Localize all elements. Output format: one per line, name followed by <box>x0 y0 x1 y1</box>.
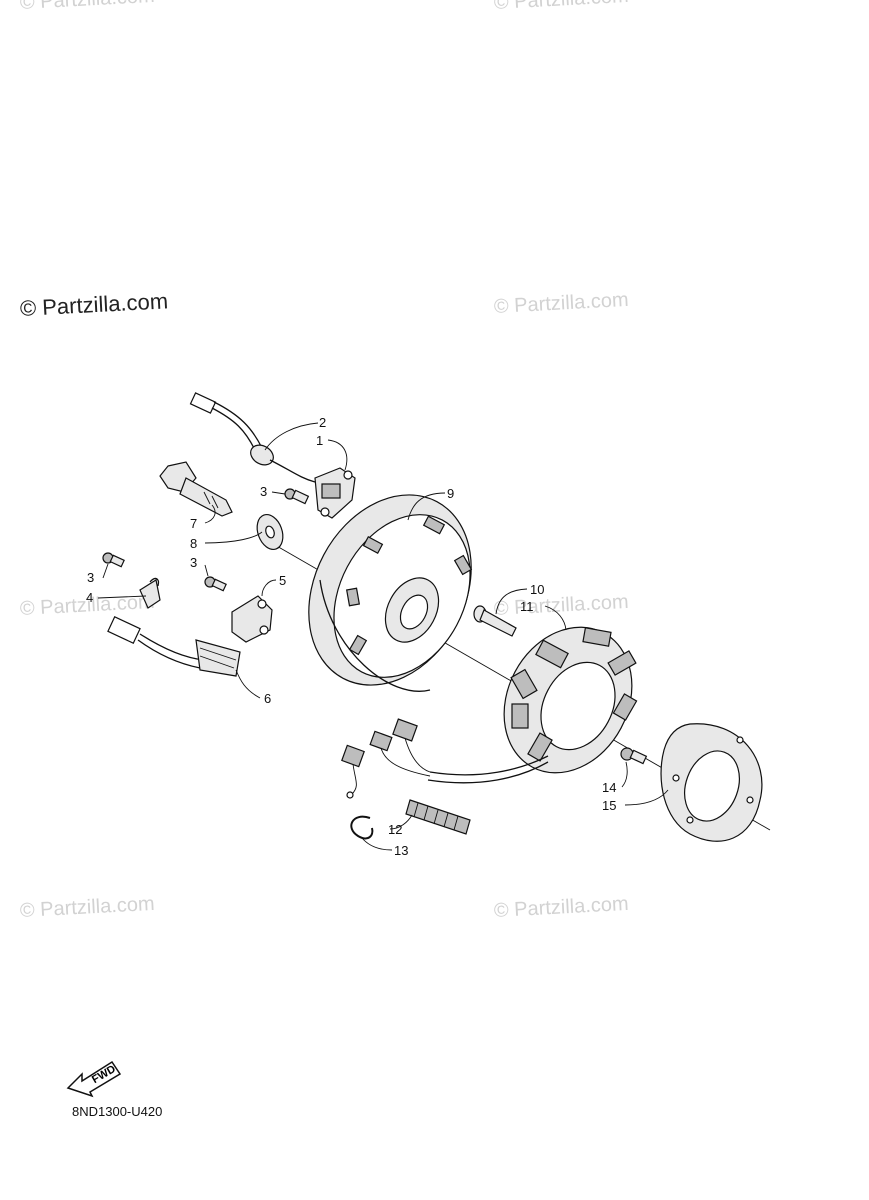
part-1-pickup-coil[interactable] <box>314 467 356 519</box>
leader-5 <box>261 579 277 597</box>
part-5-sensor[interactable] <box>231 595 273 643</box>
callout-3: 3 <box>260 484 267 499</box>
part-11-stator[interactable] <box>479 605 656 796</box>
leader-13 <box>361 837 393 851</box>
part-2-wire-grommet[interactable] <box>189 392 316 483</box>
leader-15 <box>624 789 669 806</box>
leader-3c <box>204 564 209 577</box>
leader-8 <box>204 531 263 544</box>
leader-14 <box>621 761 628 788</box>
callout-10: 10 <box>530 582 544 597</box>
leader-11 <box>544 605 567 631</box>
part-8-washer[interactable] <box>253 511 288 553</box>
leader-10 <box>495 588 528 615</box>
callout-3: 3 <box>87 570 94 585</box>
leader-7 <box>204 504 216 524</box>
callout-13: 13 <box>394 843 408 858</box>
part-9-flywheel-rotor[interactable] <box>277 466 503 713</box>
part-3-screw-middle[interactable] <box>204 576 227 592</box>
part-6-wire-harness[interactable] <box>107 616 241 677</box>
part-7-bolt[interactable] <box>159 461 233 517</box>
part-3-screw-left[interactable] <box>102 552 125 568</box>
part-14-screw[interactable] <box>620 747 648 765</box>
callout-9: 9 <box>447 486 454 501</box>
callout-1: 1 <box>316 433 323 448</box>
part-12-protector[interactable] <box>405 799 471 835</box>
leader-12 <box>389 814 413 830</box>
callout-7: 7 <box>190 516 197 531</box>
stator-wire-harness[interactable] <box>341 718 549 799</box>
callout-2: 2 <box>319 415 326 430</box>
part-15-plate[interactable] <box>660 723 763 842</box>
callout-8: 8 <box>190 536 197 551</box>
part-4-clamp[interactable] <box>139 577 161 609</box>
part-3-screw-upper[interactable] <box>284 488 310 505</box>
callout-4: 4 <box>86 590 93 605</box>
callout-11: 11 <box>520 599 534 614</box>
diagram-code: 8ND1300-U420 <box>72 1104 163 1119</box>
callout-14: 14 <box>602 780 616 795</box>
forward-arrow-icon: FWD <box>66 1060 122 1098</box>
callout-6: 6 <box>264 691 271 706</box>
leader-1 <box>327 439 348 471</box>
leader-6 <box>235 669 261 699</box>
callout-12: 12 <box>388 822 402 837</box>
callout-5: 5 <box>279 573 286 588</box>
part-13-clip[interactable] <box>350 815 374 840</box>
part-10-bolt[interactable] <box>473 605 517 637</box>
leader-9 <box>407 492 446 521</box>
callout-3: 3 <box>190 555 197 570</box>
leader-4 <box>97 595 147 599</box>
callout-15: 15 <box>602 798 616 813</box>
leader-3b <box>102 563 109 579</box>
leader-2 <box>264 422 319 451</box>
leader-3a <box>271 491 286 495</box>
